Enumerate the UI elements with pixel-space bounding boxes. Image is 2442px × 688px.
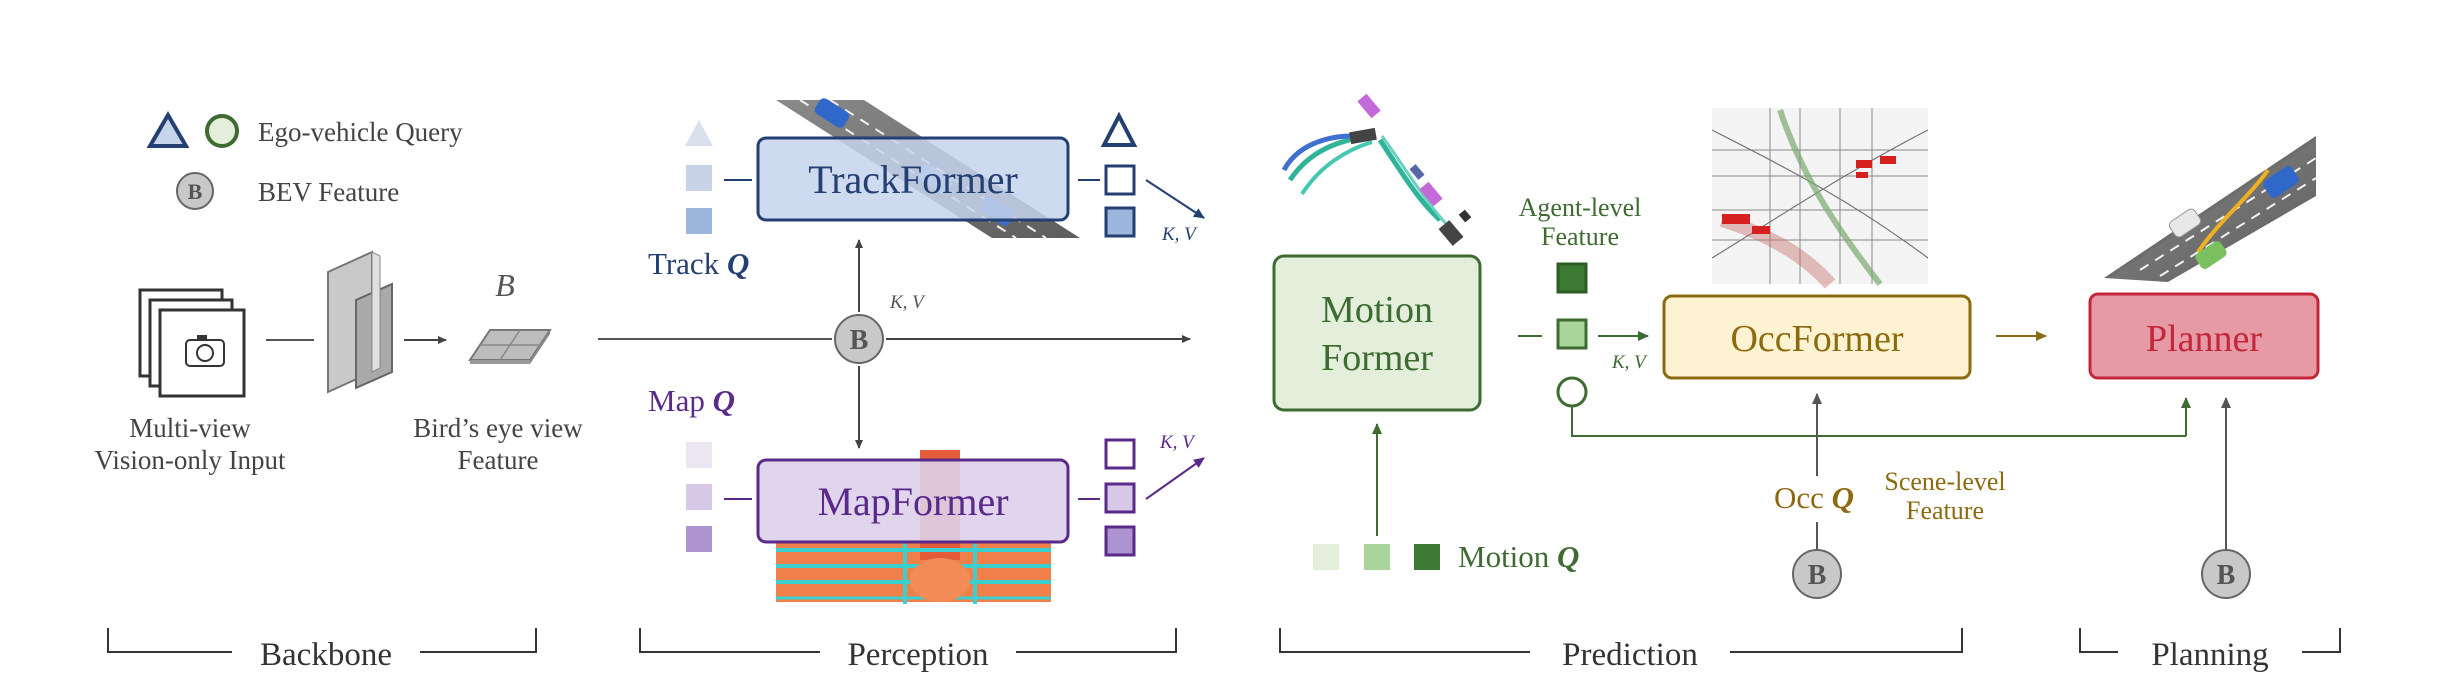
agent-feature-label-1: Agent-level bbox=[1519, 193, 1642, 222]
motionformer-label-2: Former bbox=[1321, 337, 1433, 379]
track-query-label: Track Q bbox=[648, 246, 749, 281]
motionformer-label-1: Motion bbox=[1321, 289, 1433, 331]
legend-bev-symbol: B bbox=[188, 179, 203, 204]
occformer-block[interactable] bbox=[1662, 294, 1972, 380]
planning-section: Planner B bbox=[2088, 136, 2320, 599]
legend-bev-feature-icon bbox=[176, 172, 214, 210]
track-query-stack bbox=[685, 120, 752, 234]
perception-section: K, V B Track Q TrackFormer bbox=[598, 98, 1205, 604]
stage-label-planning: Planning bbox=[2151, 637, 2268, 673]
agent-feature-circle-icon bbox=[1556, 376, 1588, 408]
planning-road-image bbox=[2104, 136, 2317, 282]
trackformer-label: TrackFormer bbox=[808, 157, 1018, 202]
track-output-stack bbox=[1078, 111, 1205, 238]
multi-view-input-label-2: Vision-only Input bbox=[94, 445, 286, 475]
track-output-triangle-icon bbox=[1100, 111, 1138, 147]
backbone-network-icon bbox=[327, 250, 393, 394]
stage-bracket-backbone: Backbone bbox=[107, 628, 537, 673]
ego-query-triangle-icon bbox=[146, 111, 190, 148]
prediction-section: Motion Former Motion Q Agent-level Featu… bbox=[1272, 93, 2191, 599]
stage-label-perception: Perception bbox=[847, 637, 988, 673]
bev-feature-label-1: Bird’s eye view bbox=[413, 413, 583, 443]
map-kv-label: K, V bbox=[1159, 432, 1196, 453]
occ-bev-node bbox=[1792, 549, 1842, 599]
stage-label-prediction: Prediction bbox=[1562, 637, 1698, 673]
legend-ego-query-label: Ego-vehicle Query bbox=[258, 117, 463, 147]
planner-block[interactable] bbox=[2088, 292, 2320, 380]
planner-label: Planner bbox=[2146, 318, 2262, 360]
track-kv-label: K, V bbox=[1161, 224, 1198, 245]
agent-kv-label: K, V bbox=[1611, 352, 1648, 373]
trackformer-block[interactable] bbox=[756, 136, 1070, 222]
bev-feature-symbol: B bbox=[495, 267, 515, 303]
motion-trajectory-image bbox=[1281, 93, 1472, 246]
motion-query-label: Motion Q bbox=[1458, 539, 1579, 574]
legend-bev-feature-label: BEV Feature bbox=[258, 177, 399, 207]
motion-query-stack bbox=[1313, 544, 1440, 570]
scene-feature-label-1: Scene-level bbox=[1884, 467, 2005, 496]
multi-view-camera-icon bbox=[138, 288, 246, 398]
perception-kv-label: K, V bbox=[889, 292, 926, 313]
track-query-triangle-icon bbox=[685, 120, 713, 146]
occ-query-label: Occ Q bbox=[1774, 480, 1854, 515]
stage-bracket-prediction: Prediction bbox=[1279, 628, 1963, 673]
scene-feature-label-2: Feature bbox=[1906, 496, 1984, 525]
mapformer-block[interactable] bbox=[756, 458, 1070, 544]
stage-brackets: Backbone Perception Prediction Planning bbox=[107, 628, 2341, 673]
occ-bev-symbol: B bbox=[1808, 560, 1827, 591]
ego-query-circle-icon bbox=[205, 114, 239, 148]
legend: Ego-vehicle Query B BEV Feature bbox=[146, 111, 463, 210]
bev-feature-grid-icon bbox=[468, 329, 552, 364]
multi-view-input-label-1: Multi-view bbox=[129, 413, 251, 443]
agent-feature-label-2: Feature bbox=[1541, 222, 1619, 251]
perception-bev-symbol: B bbox=[850, 325, 869, 356]
stage-label-backbone: Backbone bbox=[260, 637, 392, 673]
bev-feature-label-2: Feature bbox=[458, 445, 539, 475]
stage-bracket-planning: Planning bbox=[2079, 628, 2341, 673]
mapformer-label: MapFormer bbox=[817, 479, 1008, 524]
planning-bev-node bbox=[2201, 549, 2251, 599]
planning-bev-symbol: B bbox=[2217, 560, 2236, 591]
map-query-stack bbox=[686, 442, 752, 552]
agent-feature-stack bbox=[1556, 262, 1588, 408]
occformer-label: OccFormer bbox=[1730, 318, 1903, 360]
stage-bracket-perception: Perception bbox=[639, 628, 1177, 673]
perception-bev-node bbox=[834, 314, 884, 364]
occupancy-map-image bbox=[1711, 108, 1929, 289]
backbone-section: Multi-view Vision-only Input B Bird’s ey… bbox=[94, 250, 583, 475]
map-output-stack bbox=[1078, 438, 1205, 557]
motionformer-block[interactable] bbox=[1272, 254, 1482, 412]
map-query-label: Map Q bbox=[648, 383, 735, 418]
